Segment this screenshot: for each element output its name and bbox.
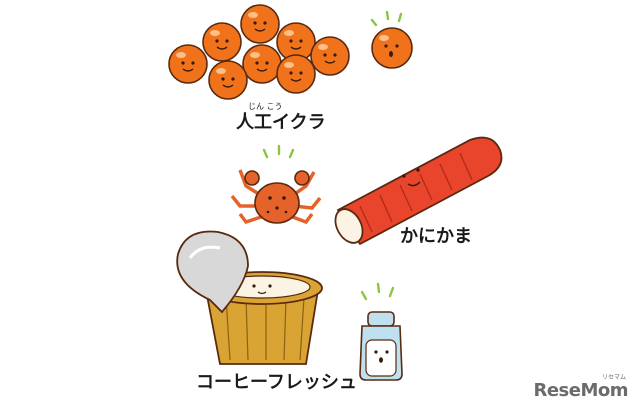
kanikama-label: かにかま xyxy=(400,226,472,247)
ikura-ruby-label: じん こう xyxy=(248,102,283,111)
green-sparkle-ikura xyxy=(370,10,403,27)
kanikama-stick xyxy=(334,136,503,246)
surprised-ikura xyxy=(370,10,413,69)
crab xyxy=(230,144,322,225)
green-sparkle-milk xyxy=(360,282,395,301)
green-sparkle-crab xyxy=(262,144,295,159)
resemom-logo: ReseMom xyxy=(533,380,628,401)
ikura-cluster xyxy=(168,4,350,100)
ikura-label: 人工イクラ xyxy=(236,112,326,133)
logo-subtext: リセマム xyxy=(601,374,626,381)
milk-bottle xyxy=(359,282,403,381)
coffee-fresh-label: コーヒーフレッシュ xyxy=(196,372,357,393)
coffee-fresh-cup xyxy=(176,230,323,365)
